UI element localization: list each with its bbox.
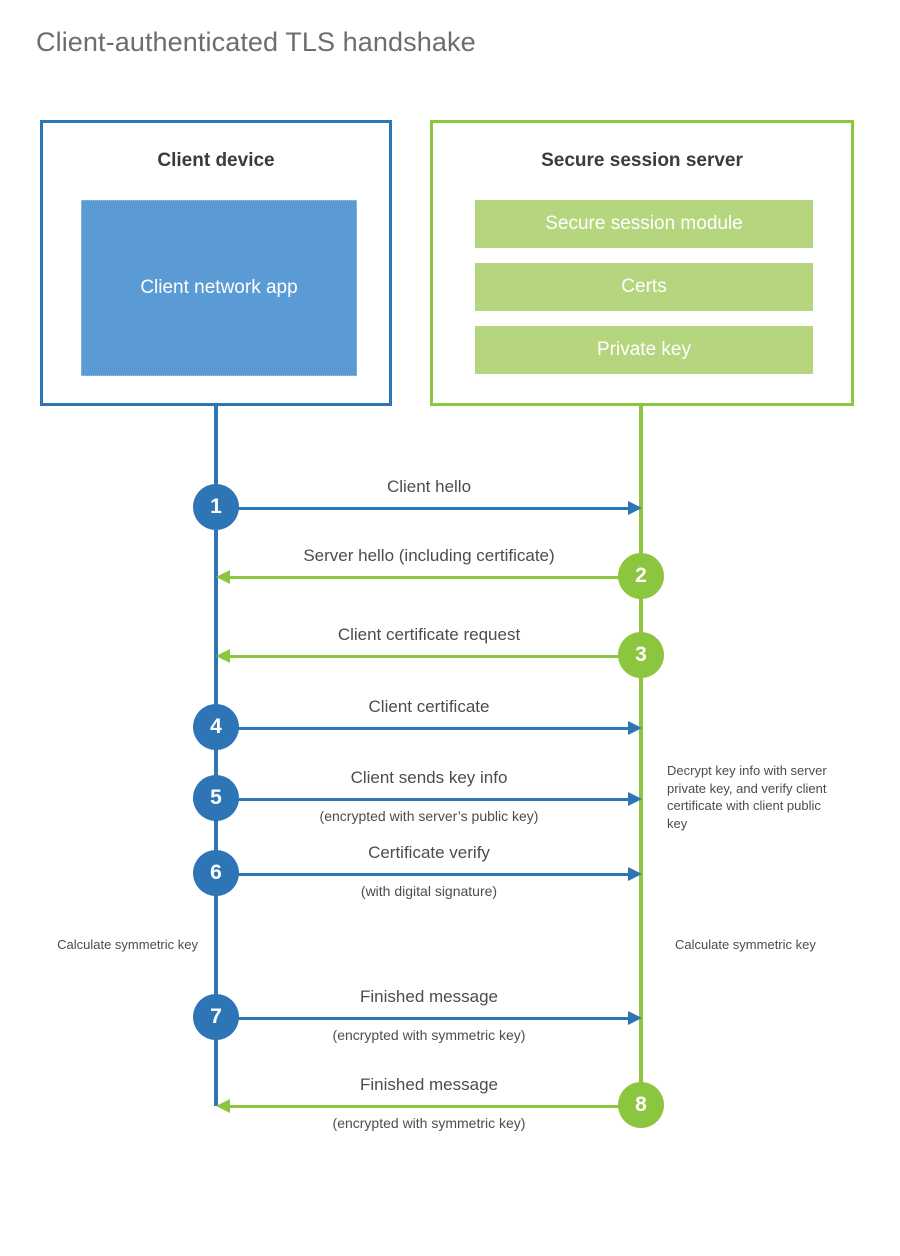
message-arrow-line bbox=[216, 507, 632, 510]
message-sublabel: (with digital signature) bbox=[360, 883, 498, 899]
message-label: Finished message bbox=[360, 987, 498, 1006]
step-circle-4: 4 bbox=[193, 704, 239, 750]
arrow-head-icon bbox=[628, 1011, 642, 1025]
server-module-label: Private key bbox=[597, 339, 691, 360]
arrow-head-icon bbox=[216, 570, 230, 584]
client-network-app-label: Client network app bbox=[140, 277, 298, 298]
arrow-head-icon bbox=[628, 501, 642, 515]
step-circle-2: 2 bbox=[618, 553, 664, 599]
arrow-head-icon bbox=[628, 867, 642, 881]
message-arrow-line bbox=[216, 798, 632, 801]
message-arrow-line bbox=[224, 1105, 640, 1108]
message-arrow-line bbox=[216, 873, 632, 876]
message-label: Client sends key info bbox=[350, 768, 508, 787]
server-module-secure-session-module: Secure session module bbox=[475, 200, 813, 248]
message-label: Client hello bbox=[386, 477, 472, 496]
secure-session-server-box: Secure session server Secure session mod… bbox=[430, 120, 854, 406]
client-device-title: Client device bbox=[157, 150, 275, 171]
server-module-certs: Certs bbox=[475, 263, 813, 311]
message-sublabel: (encrypted with server’s public key) bbox=[319, 808, 539, 824]
step-circle-5: 5 bbox=[193, 775, 239, 821]
server-module-private-key: Private key bbox=[475, 326, 813, 374]
message-label: Client certificate request bbox=[337, 625, 521, 644]
message-label: Server hello (including certificate) bbox=[303, 546, 555, 565]
message-label: Certificate verify bbox=[368, 843, 490, 862]
secure-session-server-title: Secure session server bbox=[541, 150, 743, 171]
server-module-label: Certs bbox=[621, 276, 667, 297]
message-arrow-line bbox=[216, 727, 632, 730]
message-label: Finished message bbox=[360, 1075, 498, 1094]
client-calculate-symmetric-key-note: Calculate symmetric key bbox=[57, 937, 198, 952]
step-circle-8: 8 bbox=[618, 1082, 664, 1128]
step-circle-7: 7 bbox=[193, 994, 239, 1040]
step-circle-3: 3 bbox=[618, 632, 664, 678]
step-circle-1: 1 bbox=[193, 484, 239, 530]
arrow-head-icon bbox=[216, 1099, 230, 1113]
client-network-app-block: Client network app bbox=[81, 200, 357, 376]
server-lifeline bbox=[639, 404, 643, 1106]
server-decrypt-note: Decrypt key info with server private key… bbox=[667, 763, 827, 831]
message-label: Client certificate bbox=[368, 697, 490, 716]
message-arrow-line bbox=[224, 576, 640, 579]
arrow-head-icon bbox=[628, 721, 642, 735]
client-device-box: Client device Client network app bbox=[40, 120, 392, 406]
message-sublabel: (encrypted with symmetric key) bbox=[332, 1115, 526, 1131]
server-module-label: Secure session module bbox=[545, 213, 743, 234]
arrow-head-icon bbox=[216, 649, 230, 663]
page-title: Client-authenticated TLS handshake bbox=[36, 27, 476, 57]
message-arrow-line bbox=[224, 655, 640, 658]
server-calculate-symmetric-key-note: Calculate symmetric key bbox=[675, 937, 816, 952]
step-circle-6: 6 bbox=[193, 850, 239, 896]
client-lifeline bbox=[214, 404, 218, 1106]
arrow-head-icon bbox=[628, 792, 642, 806]
message-arrow-line bbox=[216, 1017, 632, 1020]
message-sublabel: (encrypted with symmetric key) bbox=[332, 1027, 526, 1043]
